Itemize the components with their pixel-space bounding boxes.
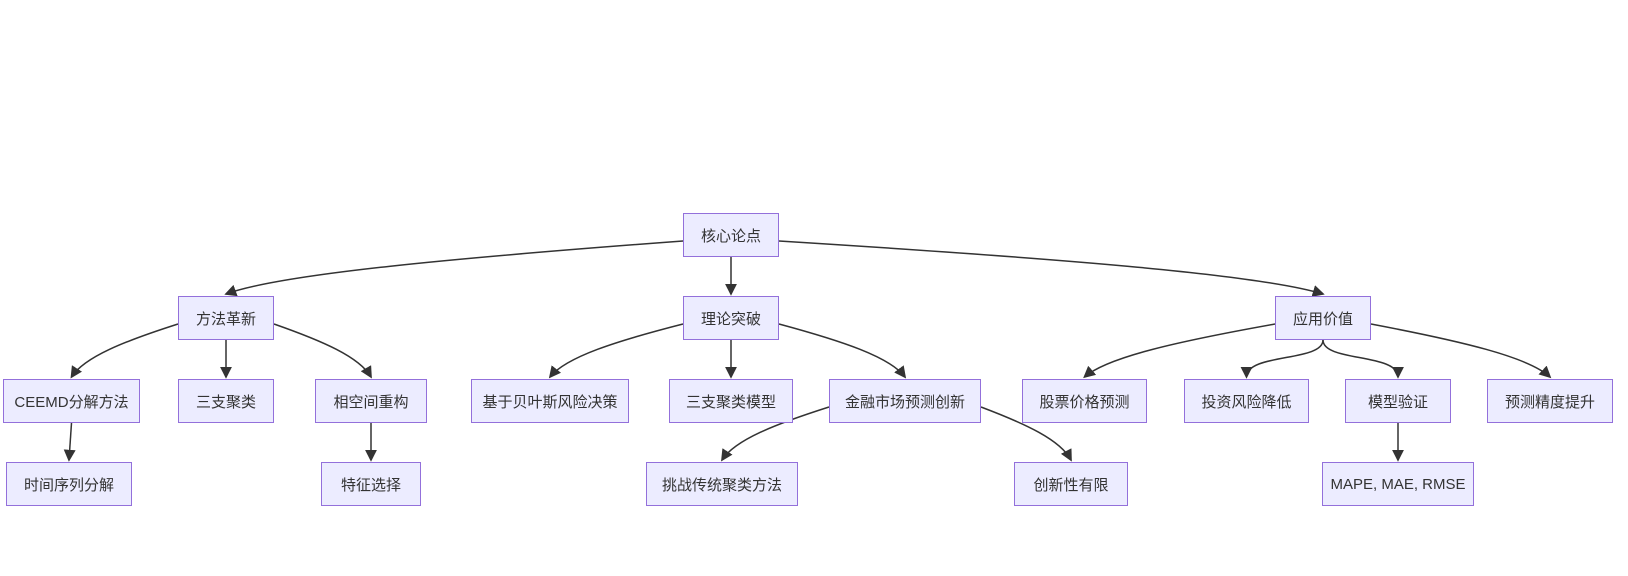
node-method-innovation: 方法革新 bbox=[178, 296, 274, 340]
node-investment-risk-reduction: 投资风险降低 bbox=[1184, 379, 1309, 423]
node-challenge-traditional-clustering: 挑战传统聚类方法 bbox=[646, 462, 798, 506]
node-stock-price-prediction: 股票价格预测 bbox=[1022, 379, 1147, 423]
node-three-way-clustering: 三支聚类 bbox=[178, 379, 274, 423]
node-financial-market-forecast-innovation: 金融市场预测创新 bbox=[829, 379, 981, 423]
node-ceemd-decomposition: CEEMD分解方法 bbox=[3, 379, 140, 423]
edge-arrow bbox=[1240, 339, 1324, 379]
node-model-validation: 模型验证 bbox=[1345, 379, 1451, 423]
edge-arrow bbox=[1370, 323, 1552, 379]
edge-arrow bbox=[63, 422, 76, 462]
node-limited-novelty: 创新性有限 bbox=[1014, 462, 1128, 506]
node-core-argument: 核心论点 bbox=[683, 213, 779, 257]
node-time-series-decomposition: 时间序列分解 bbox=[6, 462, 132, 506]
edge-arrow bbox=[778, 323, 907, 379]
edge-arrow bbox=[273, 323, 372, 379]
node-bayesian-risk-decision: 基于贝叶斯风险决策 bbox=[471, 379, 629, 423]
node-application-value: 应用价值 bbox=[1275, 296, 1371, 340]
node-three-way-clustering-model: 三支聚类模型 bbox=[669, 379, 793, 423]
node-error-metrics: MAPE, MAE, RMSE bbox=[1322, 462, 1474, 506]
edge-arrow bbox=[224, 240, 684, 297]
node-forecast-accuracy-improvement: 预测精度提升 bbox=[1487, 379, 1613, 423]
node-phase-space-reconstruction: 相空间重构 bbox=[315, 379, 427, 423]
edge-arrow bbox=[70, 323, 179, 379]
node-feature-selection: 特征选择 bbox=[321, 462, 421, 506]
node-theoretical-breakthrough: 理论突破 bbox=[683, 296, 779, 340]
edge-arrow bbox=[778, 240, 1325, 297]
edge-arrow bbox=[548, 323, 684, 379]
edge-arrow bbox=[1322, 339, 1404, 379]
edge-arrow bbox=[1083, 323, 1276, 379]
